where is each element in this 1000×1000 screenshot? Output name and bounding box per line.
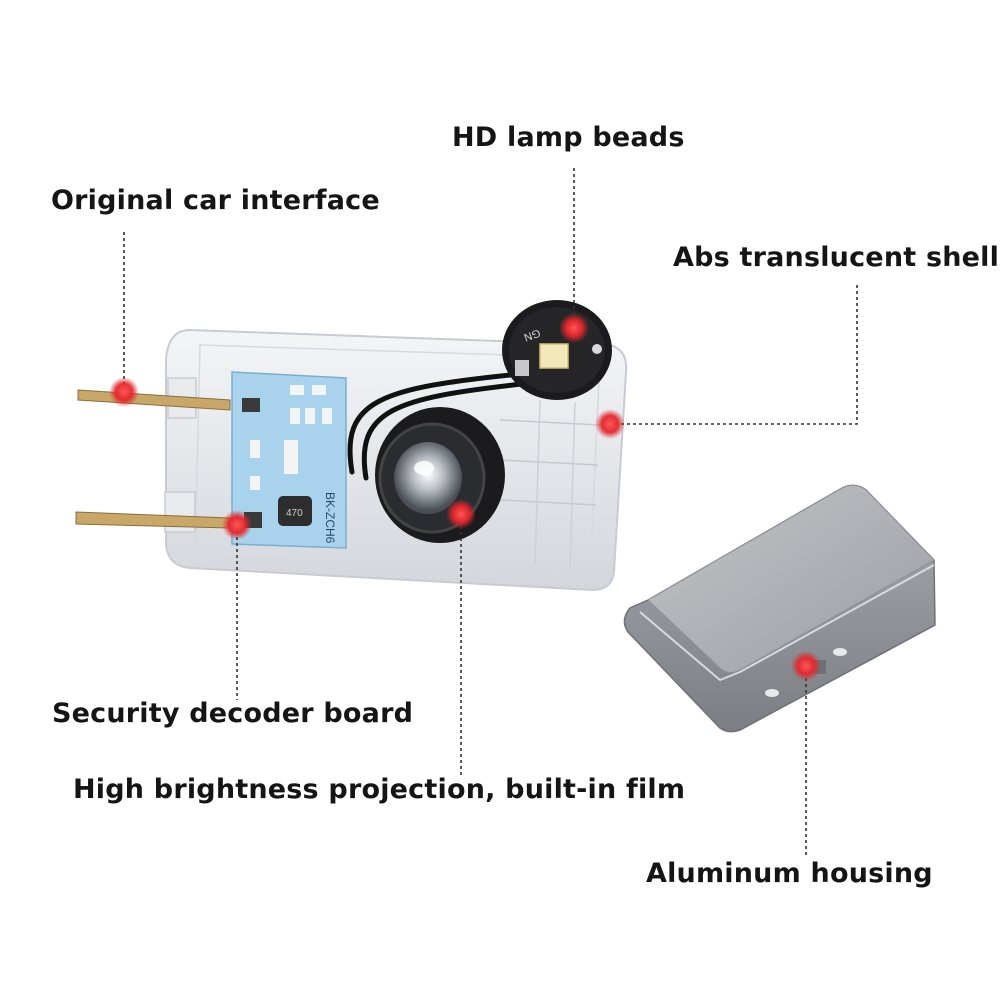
label-high-brightness-projection: High brightness projection, built-in fil… [73,774,686,805]
aluminum-housing [623,484,936,733]
label-security-decoder-board: Security decoder board [52,698,414,729]
marker-aluminum-housing [791,651,821,681]
marker-original-car-interface [109,377,139,407]
decoder-board-mark: BK-ZCH6 [323,492,337,544]
label-original-car-interface: Original car interface [51,185,380,216]
projection-lens [375,407,505,543]
leader-abs-shell [612,285,858,425]
marker-abs-shell [595,409,625,439]
inductor-mark: 470 [286,508,303,519]
led-wires [347,371,525,481]
marker-high-brightness [446,499,476,529]
leader-lines [123,168,858,858]
label-hd-lamp-beads: HD lamp beads [452,122,685,153]
led-lamp-board: GN [502,300,612,400]
marker-hd-lamp-beads [559,313,589,343]
led-board-mark: GN [522,326,542,343]
label-abs-translucent-shell: Abs translucent shell [673,242,1000,273]
marker-security-decoder [222,510,252,540]
markers [109,313,821,681]
label-aluminum-housing: Aluminum housing [646,858,933,889]
